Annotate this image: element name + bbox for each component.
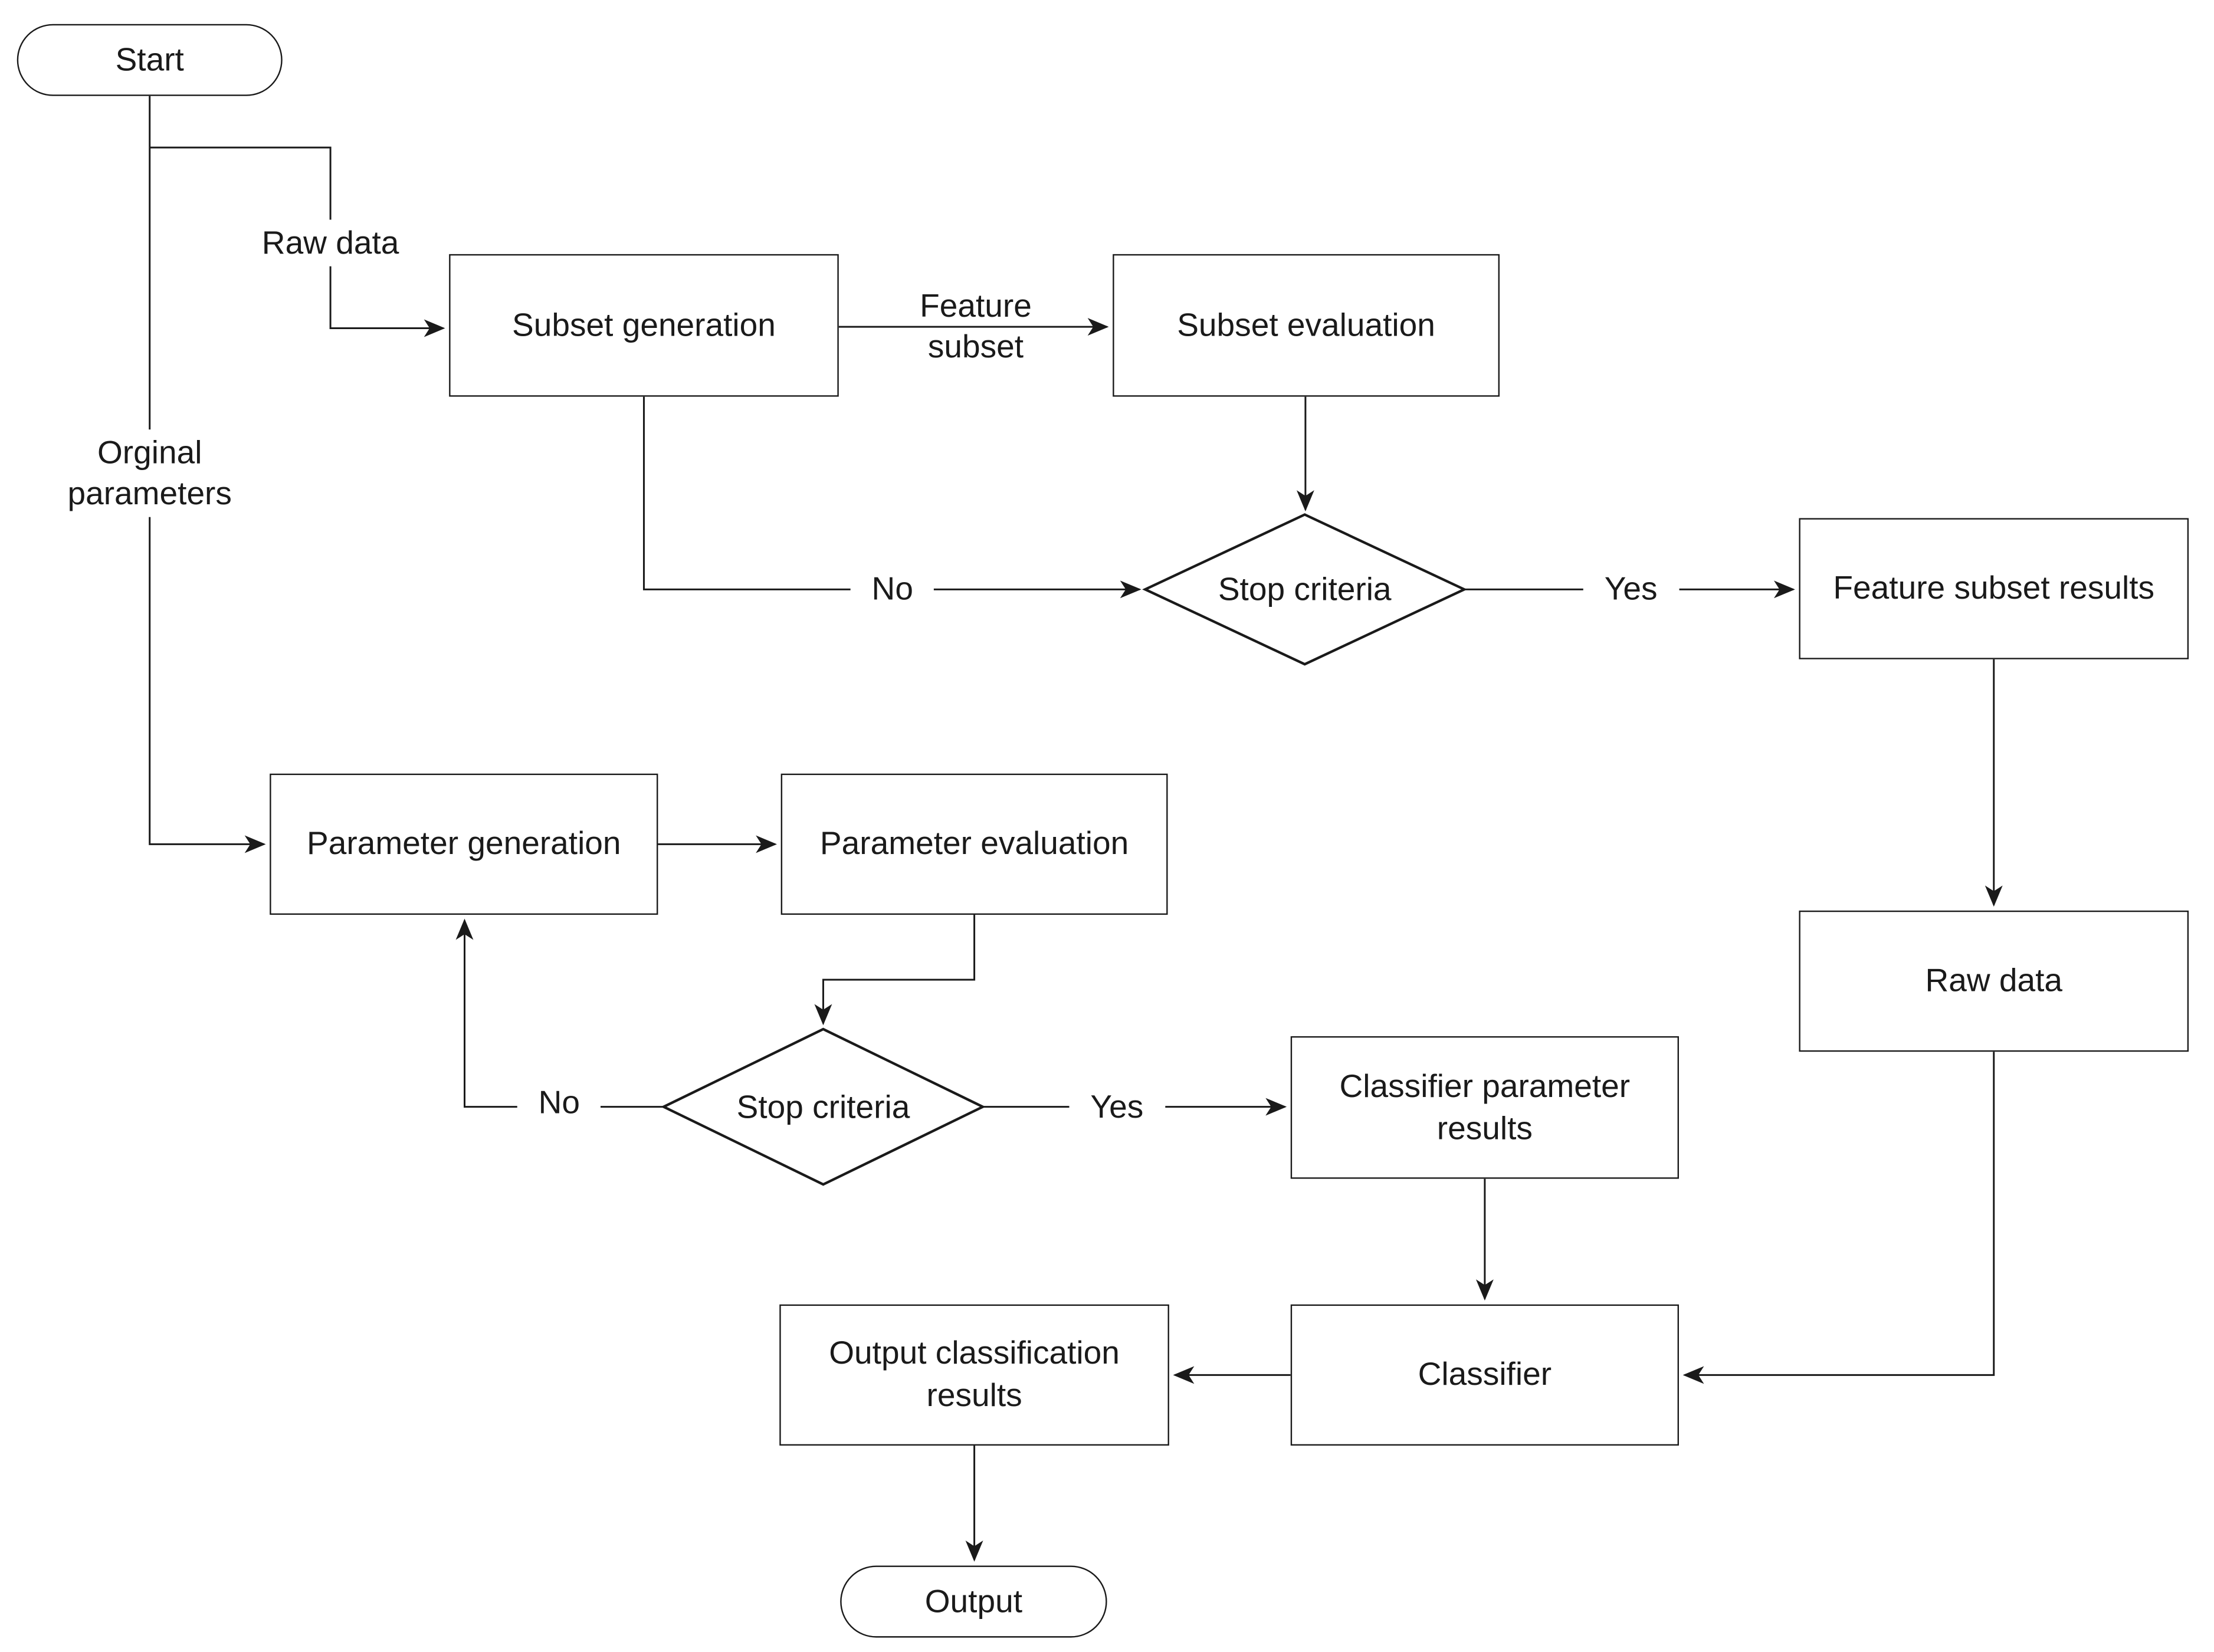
node-feature-subset-results-label: Feature subset results	[1833, 569, 2155, 606]
connector-no-loop-to-parameter-generation	[455, 918, 664, 1108]
node-parameter-evaluation: Parameter evaluation	[780, 773, 1168, 915]
node-parameter-generation: Parameter generation	[270, 773, 658, 915]
node-raw-data: Raw data	[1799, 910, 2189, 1052]
node-raw-data-label: Raw data	[1925, 961, 2063, 999]
node-subset-evaluation-label: Subset evaluation	[1177, 306, 1435, 343]
edge-label-no-2: No	[517, 1079, 601, 1126]
edge-label-raw-data-input: Raw data	[240, 219, 421, 266]
stop-criteria-2-diamond	[661, 1027, 986, 1186]
connector-parameter-evaluation-to-stop-criteria-2	[814, 915, 976, 1026]
node-output-classification-results-label: Output classification results	[829, 1334, 1120, 1413]
edge-label-yes-1: Yes	[1583, 565, 1679, 612]
connector-raw-data-to-classifier	[1682, 1052, 1995, 1384]
edge-label-feature-subset: Feature subset	[920, 287, 1032, 364]
connector-no-loop-to-stop-criteria-1	[642, 396, 1142, 599]
stop-criteria-1-diamond	[1142, 513, 1468, 666]
node-classifier-parameter-results-label: Classifier parameter results	[1339, 1066, 1631, 1146]
node-stop-criteria-2-label: Stop criteria	[736, 1088, 910, 1125]
node-subset-evaluation: Subset evaluation	[1113, 254, 1500, 397]
connector-start-to-parameter-generation	[149, 96, 266, 853]
node-start-label: Start	[115, 40, 184, 77]
node-feature-subset-results: Feature subset results	[1799, 518, 2189, 659]
edge-label-yes-2: Yes	[1069, 1083, 1165, 1130]
edge-label-no-1: No	[850, 565, 934, 612]
node-output-classification-results: Output classification results	[779, 1304, 1169, 1446]
node-output-label: Output	[924, 1582, 1023, 1619]
node-stop-criteria-2: Stop criteria	[664, 1029, 983, 1184]
node-classifier: Classifier	[1290, 1304, 1679, 1446]
node-classifier-label: Classifier	[1418, 1355, 1552, 1392]
node-stop-criteria-1-label: Stop criteria	[1218, 570, 1392, 607]
node-start: Start	[17, 24, 283, 96]
node-output: Output	[840, 1565, 1107, 1638]
edge-label-orginal-parameters: Orginal parameters	[15, 429, 284, 517]
node-parameter-evaluation-label: Parameter evaluation	[819, 824, 1129, 862]
node-classifier-parameter-results: Classifier parameter results	[1290, 1036, 1679, 1179]
node-parameter-generation-label: Parameter generation	[307, 824, 621, 862]
node-subset-generation-label: Subset generation	[512, 306, 776, 343]
node-stop-criteria-1: Stop criteria	[1145, 515, 1464, 664]
node-subset-generation: Subset generation	[449, 254, 839, 397]
